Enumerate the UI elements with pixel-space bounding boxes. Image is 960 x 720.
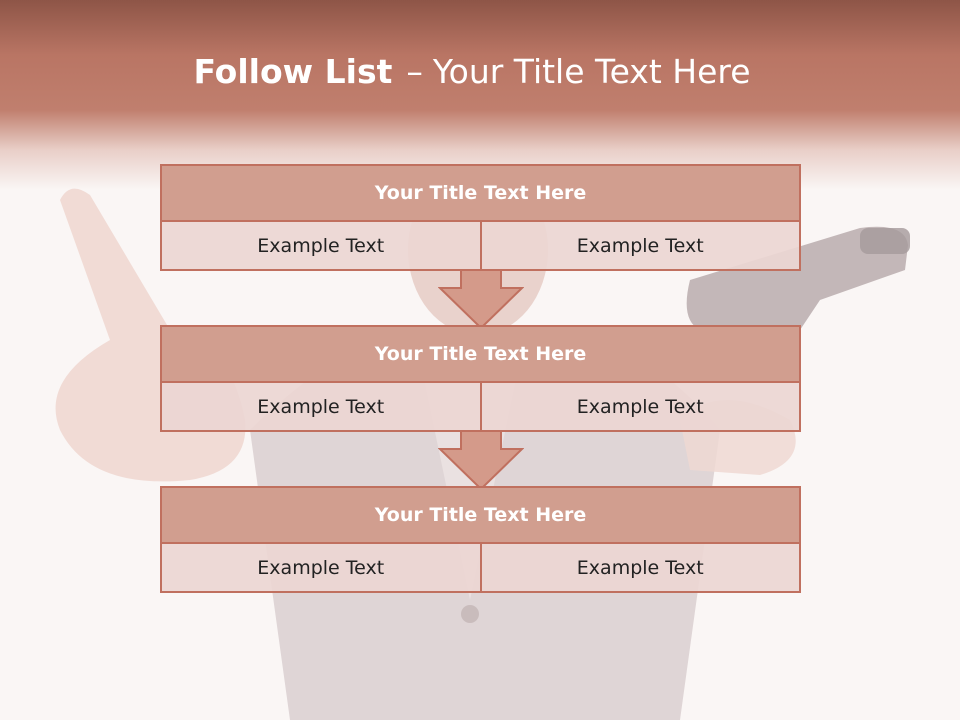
block-cell-left: Example Text [162,383,480,430]
block-cell-left: Example Text [162,222,480,269]
block-cell-right: Example Text [479,222,799,269]
list-block-1: Your Title Text Here Example Text Exampl… [160,164,801,271]
block-heading: Your Title Text Here [162,488,799,544]
list-block-3: Your Title Text Here Example Text Exampl… [160,486,801,593]
down-arrow-icon [438,270,524,330]
block-cell-left: Example Text [162,544,480,591]
pistol-barrel [860,228,910,254]
page-title: Follow List–Your Title Text Here [0,52,944,91]
block-heading: Your Title Text Here [162,327,799,383]
block-row: Example Text Example Text [162,383,799,430]
list-block-2: Your Title Text Here Example Text Exampl… [160,325,801,432]
pistol-icon [686,226,908,330]
title-rest: Your Title Text Here [432,52,751,91]
block-heading: Your Title Text Here [162,166,799,222]
block-cell-right: Example Text [479,544,799,591]
block-cell-right: Example Text [479,383,799,430]
block-row: Example Text Example Text [162,544,799,591]
title-dash: – [406,52,423,91]
suit-button [461,605,479,623]
header-band [0,0,960,190]
title-bold: Follow List [193,52,393,91]
block-row: Example Text Example Text [162,222,799,269]
down-arrow-icon [438,431,524,491]
